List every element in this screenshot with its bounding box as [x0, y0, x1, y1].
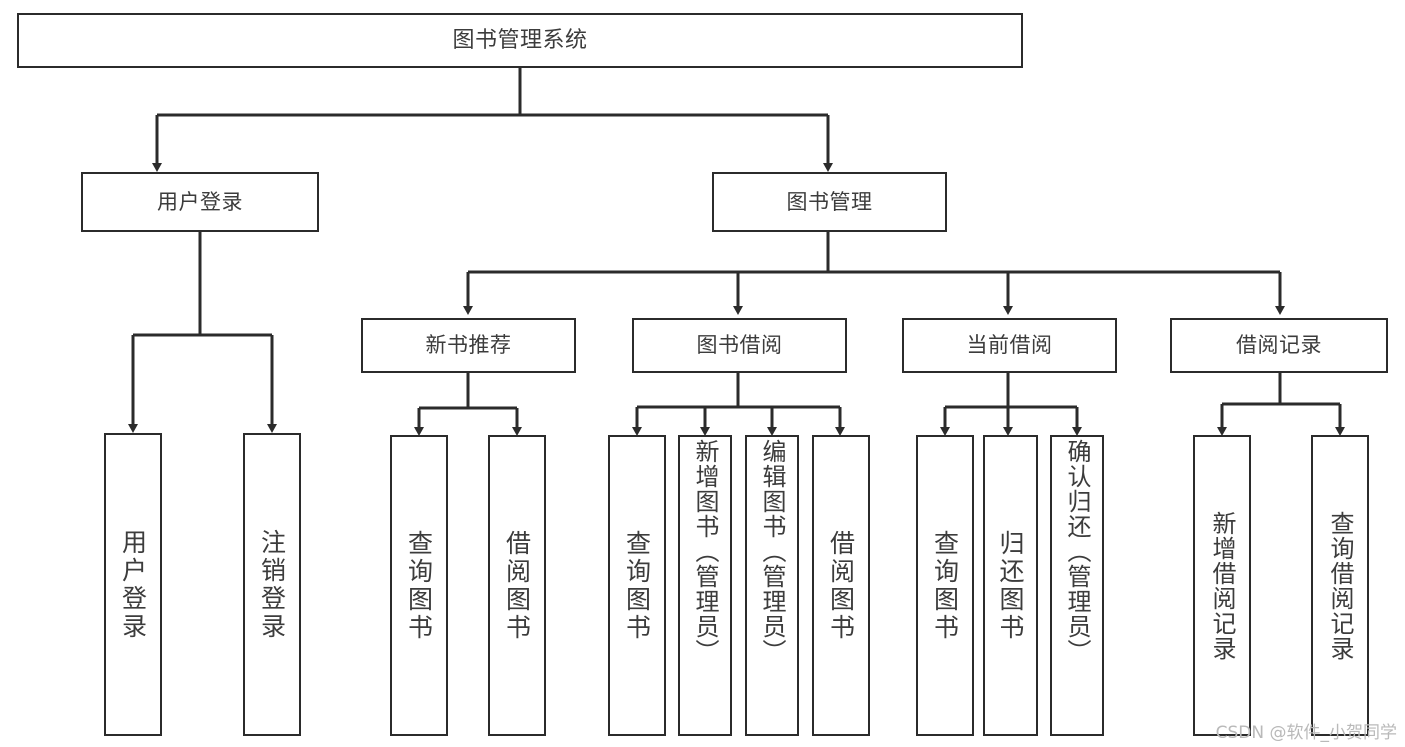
node-label: 查询图书: [404, 529, 434, 642]
node-label: 查询图书: [930, 529, 960, 642]
node-label: 新增图书（管理员）: [691, 439, 719, 664]
leaf-current-confirm-return-admin[interactable]: 确认归还（管理员）: [1050, 435, 1104, 736]
node-label: 查询图书: [622, 529, 652, 642]
node-label: 用户登录: [118, 528, 148, 641]
leaf-borrow-query-book[interactable]: 查询图书: [608, 435, 666, 736]
leaf-current-query-book[interactable]: 查询图书: [916, 435, 974, 736]
node-book-borrow[interactable]: 图书借阅: [632, 318, 847, 373]
leaf-borrow-add-book-admin[interactable]: 新增图书（管理员）: [678, 435, 732, 736]
node-current-borrow[interactable]: 当前借阅: [902, 318, 1117, 373]
leaf-record-add-record[interactable]: 新增借阅记录: [1193, 435, 1251, 736]
node-label: 新增借阅记录: [1208, 510, 1236, 661]
node-label: 新书推荐: [425, 333, 512, 358]
node-label: 查询借阅记录: [1326, 510, 1354, 661]
leaf-borrow-borrow-book[interactable]: 借阅图书: [812, 435, 870, 736]
leaf-current-return-book[interactable]: 归还图书: [983, 435, 1038, 736]
leaf-record-query-record[interactable]: 查询借阅记录: [1311, 435, 1369, 736]
node-book-management[interactable]: 图书管理: [712, 172, 947, 232]
csdn-watermark: CSDN @软件_小贺同学: [1215, 723, 1397, 743]
leaf-new-book-query-book[interactable]: 查询图书: [390, 435, 448, 736]
node-root-library-system[interactable]: 图书管理系统: [17, 13, 1023, 68]
node-label: 图书借阅: [696, 333, 783, 358]
node-label: 图书管理: [786, 189, 873, 214]
node-label: 借阅记录: [1236, 333, 1322, 358]
node-label: 借阅图书: [826, 529, 856, 642]
leaf-user-login-do-login[interactable]: 用户登录: [104, 433, 162, 736]
leaf-borrow-edit-book-admin[interactable]: 编辑图书（管理员）: [745, 435, 799, 736]
node-label: 图书管理系统: [452, 27, 588, 53]
node-label: 编辑图书（管理员）: [758, 439, 786, 664]
node-borrow-record[interactable]: 借阅记录: [1170, 318, 1388, 373]
node-new-book-recommend[interactable]: 新书推荐: [361, 318, 576, 373]
node-user-login[interactable]: 用户登录: [81, 172, 319, 232]
node-label: 当前借阅: [966, 333, 1053, 358]
node-label: 确认归还（管理员）: [1063, 439, 1091, 664]
node-label: 借阅图书: [502, 529, 532, 642]
node-label: 注销登录: [257, 528, 287, 641]
node-label: 归还图书: [996, 529, 1025, 642]
leaf-new-book-borrow-book[interactable]: 借阅图书: [488, 435, 546, 736]
leaf-user-login-logout[interactable]: 注销登录: [243, 433, 301, 736]
node-label: 用户登录: [157, 189, 243, 214]
